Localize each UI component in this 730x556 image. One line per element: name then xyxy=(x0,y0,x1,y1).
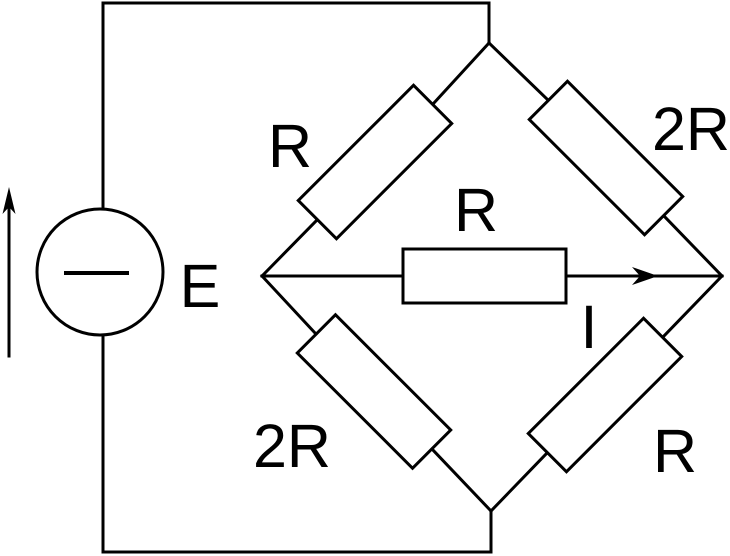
resistor-middle xyxy=(401,247,568,305)
bridge-wires xyxy=(259,40,725,514)
wire-topnode-to-r-topright xyxy=(486,40,551,103)
wire-bottomnode-to-r-bottomleft xyxy=(429,446,494,514)
label-resistor-bottom-left: 2R xyxy=(253,412,331,480)
wire-rightnode-to-r-bottomright xyxy=(660,273,725,340)
resistor-top-left xyxy=(296,83,454,241)
wire-bottomnode-to-r-bottomright xyxy=(488,450,550,514)
label-source: E xyxy=(180,252,221,320)
label-resistor-top-left: R xyxy=(268,112,312,180)
wire-bottom-loop xyxy=(101,333,493,554)
resistor-bottom-left xyxy=(295,312,453,471)
label-resistor-bottom-right: R xyxy=(653,417,697,485)
wire-leftnode-to-r-topleft xyxy=(259,217,320,279)
label-current: I xyxy=(581,293,598,361)
emf-arrow-head-icon xyxy=(2,187,16,214)
current-arrow-head-icon xyxy=(632,267,658,285)
wire-leftnode-to-r-bottomleft xyxy=(259,273,319,337)
resistor-bottom-right xyxy=(526,316,684,474)
label-resistor-top-right: 2R xyxy=(652,95,730,163)
wire-topnode-to-r-topleft xyxy=(430,40,492,107)
label-resistor-middle: R xyxy=(454,176,498,244)
resistor-top-right xyxy=(527,79,685,237)
current-arrow xyxy=(564,267,724,285)
voltage-source-circle xyxy=(35,207,165,337)
emf-direction-arrow xyxy=(2,187,16,358)
wire-top-loop xyxy=(101,1,491,211)
wire-rightnode-to-r-topright xyxy=(661,213,725,279)
